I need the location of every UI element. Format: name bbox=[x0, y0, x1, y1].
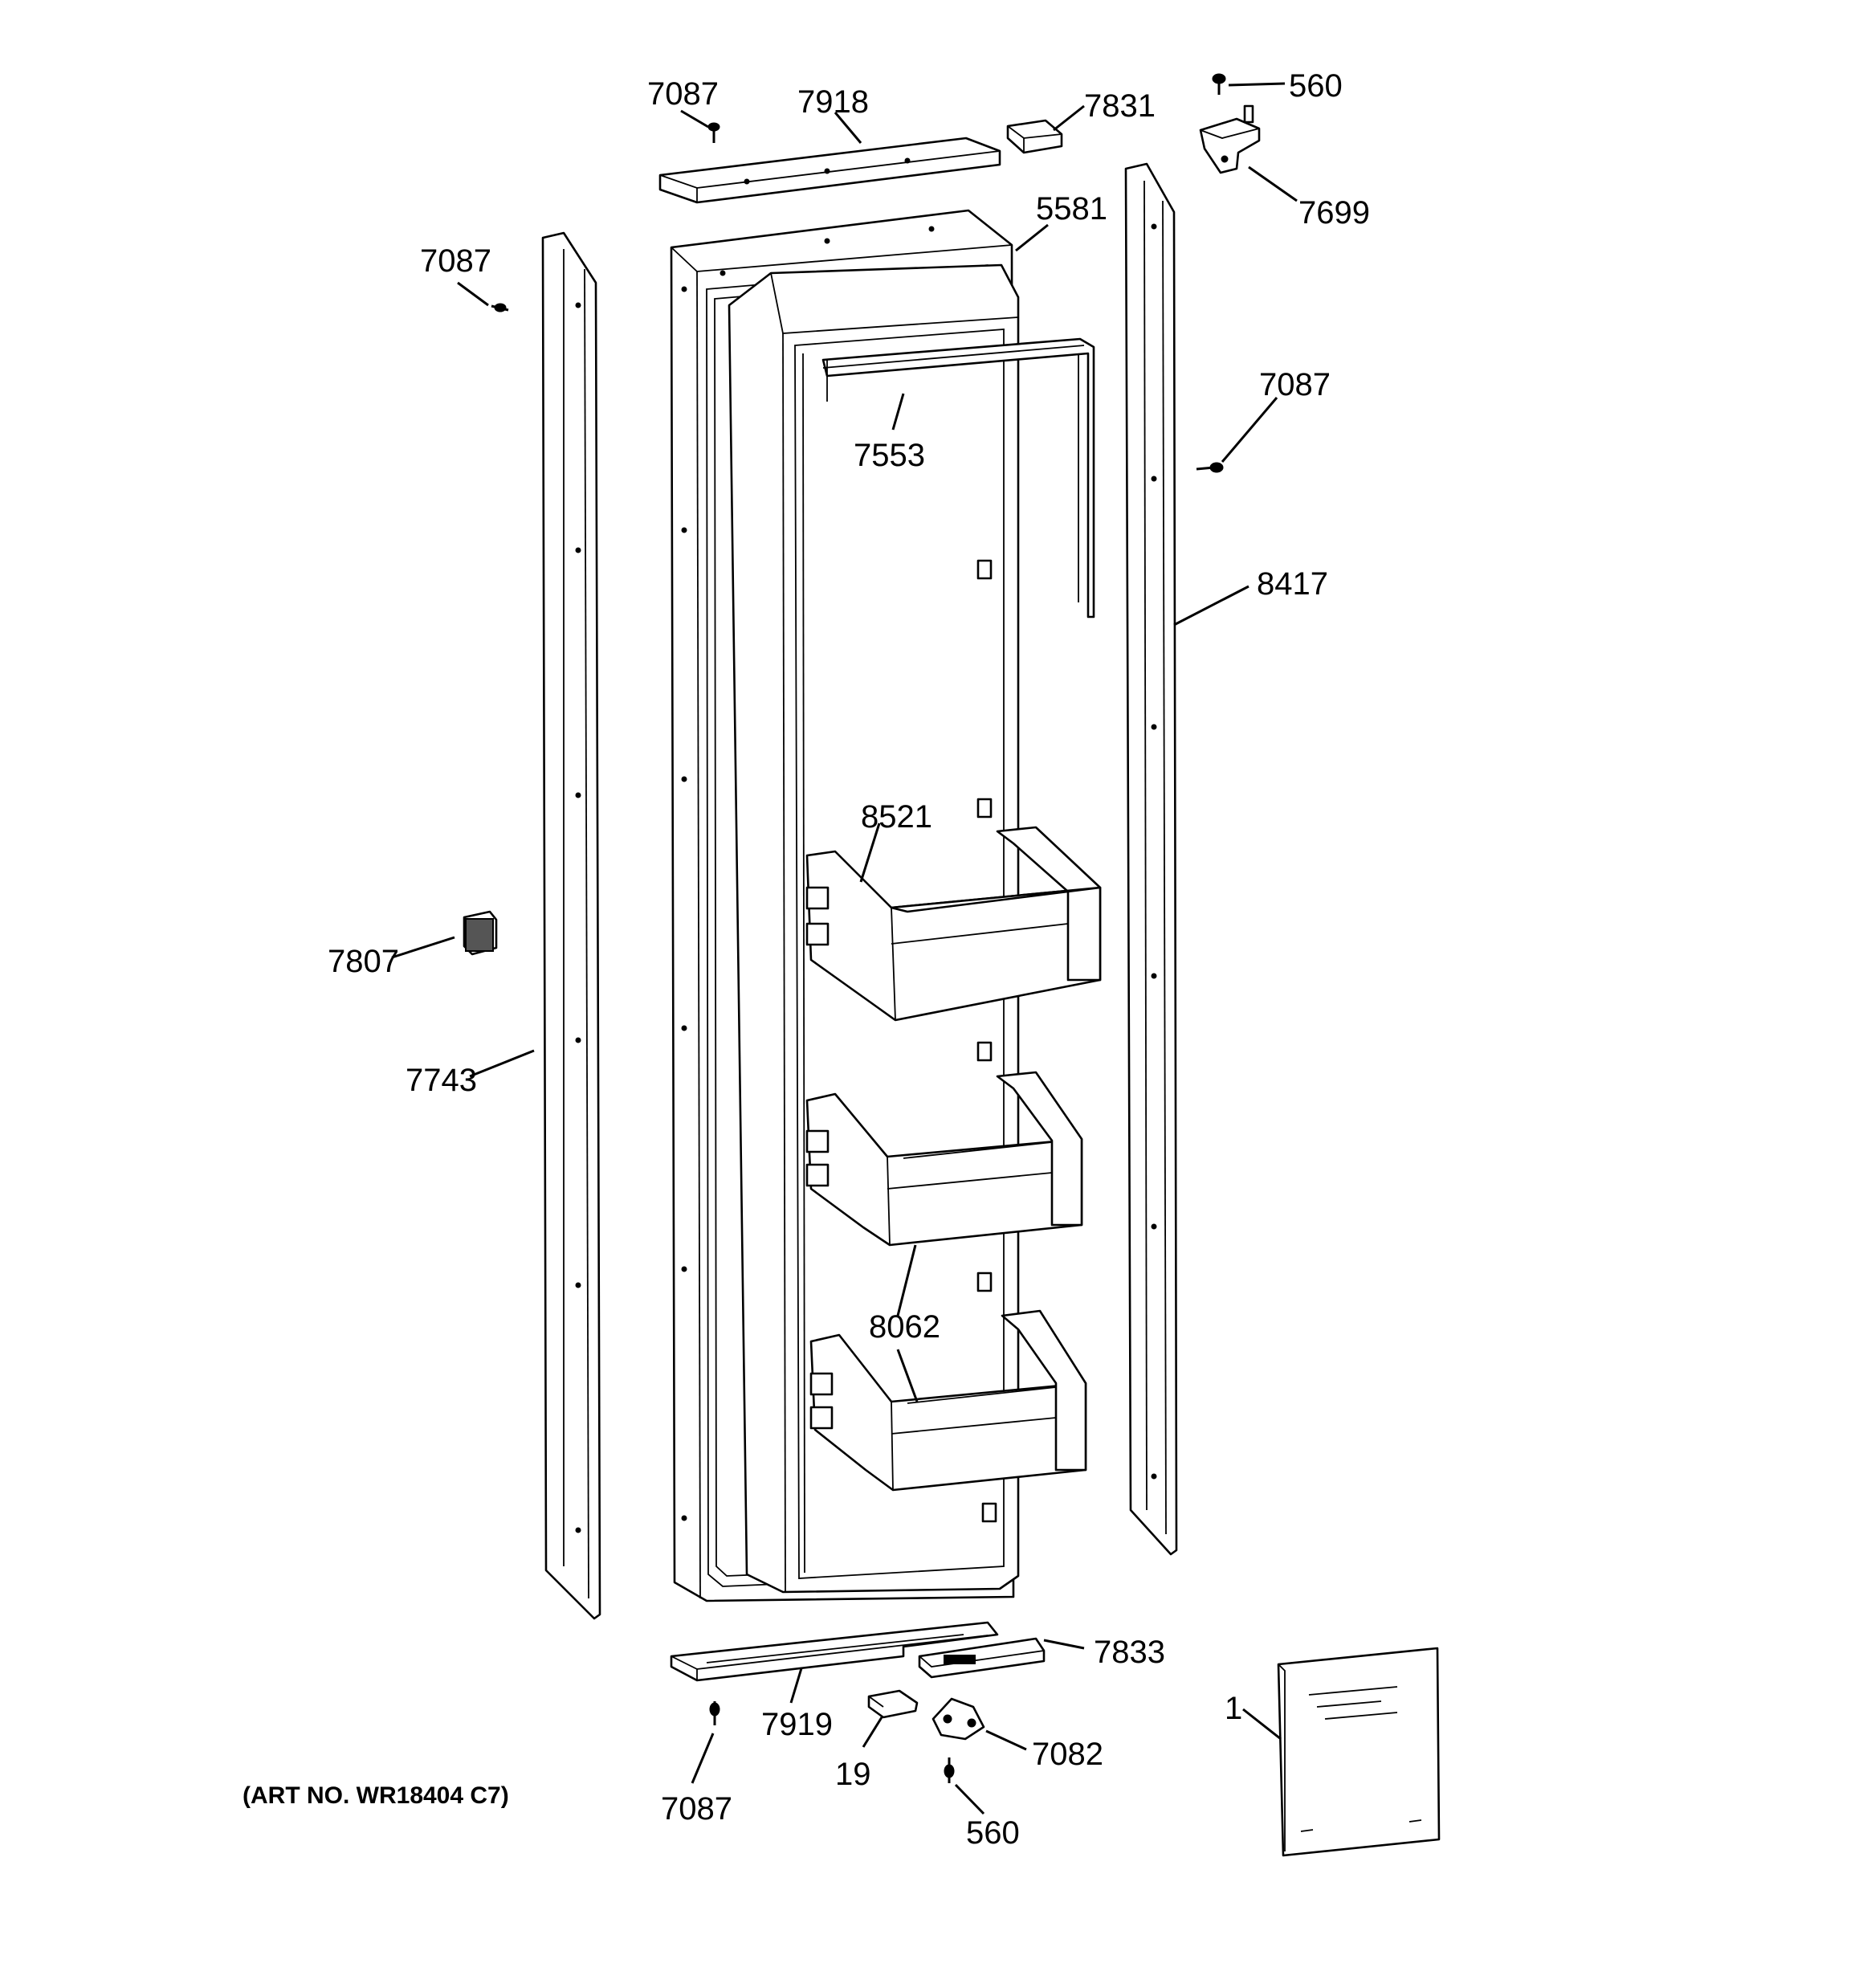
bracket-7831 bbox=[1006, 119, 1063, 154]
callout-8062: 8062 bbox=[869, 1309, 940, 1345]
screw-7087-left bbox=[491, 303, 509, 312]
art-number: (ART NO. WR18404 C7) bbox=[243, 1782, 509, 1809]
callout-5581: 5581 bbox=[1036, 191, 1107, 227]
callout-8521: 8521 bbox=[861, 799, 932, 835]
hinge-7082 bbox=[932, 1697, 985, 1741]
screw-7087-top bbox=[707, 122, 720, 143]
callout-7919: 7919 bbox=[761, 1707, 833, 1742]
owners-manual-1 bbox=[1277, 1647, 1441, 1857]
door-bin-8521 bbox=[805, 826, 1102, 1022]
callout-560-top: 560 bbox=[1289, 68, 1343, 104]
screw-560-top bbox=[1212, 73, 1226, 95]
callout-labels: 7087 7918 7831 560 7699 5581 7087 7087 7… bbox=[243, 68, 1370, 1851]
callout-7082: 7082 bbox=[1032, 1737, 1103, 1772]
callout-560-bottom: 560 bbox=[966, 1815, 1020, 1851]
callout-7807: 7807 bbox=[328, 944, 399, 979]
callout-7553: 7553 bbox=[854, 438, 925, 473]
callout-7743: 7743 bbox=[406, 1063, 477, 1098]
callout-7831: 7831 bbox=[1084, 88, 1156, 124]
door-top-cap-7918 bbox=[658, 137, 1001, 204]
door-bin-lower-8062 bbox=[809, 1309, 1087, 1492]
door-bottom-cap-7919 bbox=[670, 1621, 999, 1682]
hinge-7699 bbox=[1199, 104, 1261, 174]
door-bin-upper-8062 bbox=[805, 1071, 1083, 1247]
callout-8417: 8417 bbox=[1257, 566, 1328, 602]
callout-7833: 7833 bbox=[1094, 1635, 1165, 1670]
bracket-7833 bbox=[918, 1637, 1046, 1679]
shelf-bar-7553 bbox=[821, 337, 1095, 618]
callout-19: 19 bbox=[835, 1757, 871, 1792]
foam-block-7807 bbox=[463, 910, 498, 956]
callout-7087-bottom: 7087 bbox=[661, 1791, 732, 1827]
callout-7087-top: 7087 bbox=[647, 76, 719, 112]
clip-19 bbox=[867, 1689, 919, 1719]
callout-7918: 7918 bbox=[797, 84, 869, 120]
callout-7087-left: 7087 bbox=[420, 243, 491, 279]
screw-7087-right bbox=[1196, 462, 1224, 473]
callout-1: 1 bbox=[1225, 1691, 1242, 1726]
callout-7699: 7699 bbox=[1298, 195, 1370, 231]
screw-560-bottom bbox=[944, 1757, 955, 1783]
screw-7087-bottom bbox=[709, 1701, 720, 1725]
left-trim-7743 bbox=[541, 231, 601, 1620]
callout-7087-right: 7087 bbox=[1259, 367, 1331, 402]
leader-lines bbox=[391, 82, 1298, 1815]
right-trim-8417 bbox=[1124, 162, 1178, 1556]
